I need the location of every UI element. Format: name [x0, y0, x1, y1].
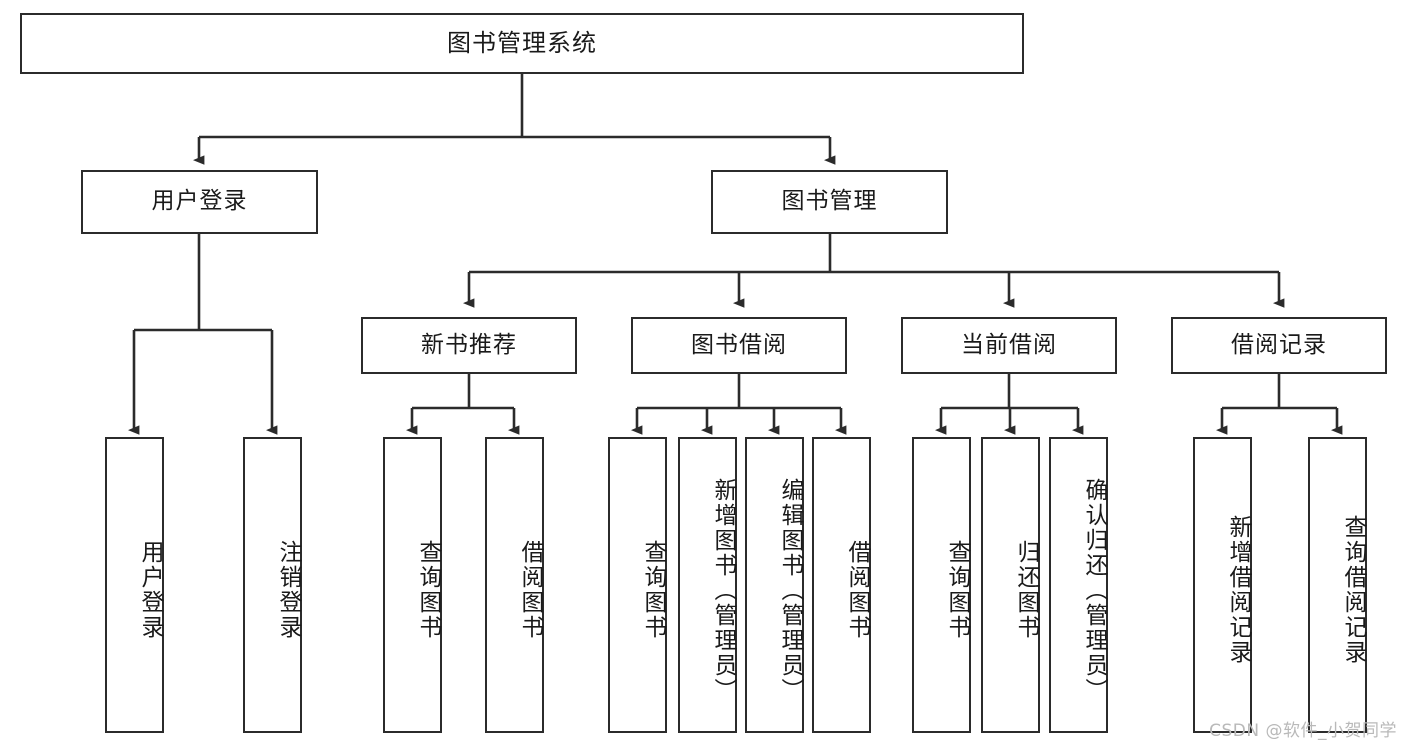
- leaf-add-book-label: 新增图书（管理员）: [710, 477, 736, 703]
- leaf-query-book-1[interactable]: 查询图书: [383, 437, 442, 733]
- node-book-management[interactable]: 图书管理: [711, 170, 948, 234]
- node-book-management-label: 图书管理: [781, 188, 878, 215]
- leaf-logout-login[interactable]: 注销登录: [243, 437, 302, 733]
- leaf-query-book-2[interactable]: 查询图书: [608, 437, 667, 733]
- leaf-logout-login-label: 注销登录: [275, 540, 301, 640]
- leaf-confirm-return-label: 确认归还（管理员）: [1081, 477, 1107, 703]
- node-current-borrow[interactable]: 当前借阅: [901, 317, 1117, 374]
- node-new-book-recommend-label: 新书推荐: [421, 331, 517, 358]
- node-borrow-record-label: 借阅记录: [1231, 331, 1327, 358]
- node-user-login[interactable]: 用户登录: [81, 170, 318, 234]
- leaf-add-record[interactable]: 新增借阅记录: [1193, 437, 1252, 733]
- node-current-borrow-label: 当前借阅: [961, 331, 1057, 358]
- leaf-query-book-3-label: 查询图书: [944, 540, 970, 640]
- leaf-edit-book-label: 编辑图书（管理员）: [777, 477, 803, 703]
- node-root-label: 图书管理系统: [447, 29, 597, 58]
- leaf-add-record-label: 新增借阅记录: [1225, 515, 1251, 665]
- node-book-borrow[interactable]: 图书借阅: [631, 317, 847, 374]
- leaf-return-book-label: 归还图书: [1013, 540, 1039, 640]
- node-book-borrow-label: 图书借阅: [691, 331, 787, 358]
- node-new-book-recommend[interactable]: 新书推荐: [361, 317, 577, 374]
- node-root[interactable]: 图书管理系统: [20, 13, 1024, 74]
- leaf-query-book-1-label: 查询图书: [415, 540, 441, 640]
- node-user-login-label: 用户登录: [151, 188, 248, 215]
- leaf-query-record-label: 查询借阅记录: [1340, 515, 1366, 665]
- csdn-watermark: CSDN @软件_小贺同学: [1209, 721, 1397, 741]
- leaf-borrow-book-2[interactable]: 借阅图书: [812, 437, 871, 733]
- leaf-return-book[interactable]: 归还图书: [981, 437, 1040, 733]
- leaf-user-login-label: 用户登录: [137, 540, 163, 640]
- node-borrow-record[interactable]: 借阅记录: [1171, 317, 1387, 374]
- leaf-edit-book[interactable]: 编辑图书（管理员）: [745, 437, 804, 733]
- leaf-user-login[interactable]: 用户登录: [105, 437, 164, 733]
- leaf-add-book[interactable]: 新增图书（管理员）: [678, 437, 737, 733]
- leaf-borrow-book-1-label: 借阅图书: [517, 540, 543, 640]
- leaf-query-book-2-label: 查询图书: [640, 540, 666, 640]
- leaf-borrow-book-2-label: 借阅图书: [844, 540, 870, 640]
- leaf-query-record[interactable]: 查询借阅记录: [1308, 437, 1367, 733]
- leaf-query-book-3[interactable]: 查询图书: [912, 437, 971, 733]
- leaf-confirm-return[interactable]: 确认归还（管理员）: [1049, 437, 1108, 733]
- leaf-borrow-book-1[interactable]: 借阅图书: [485, 437, 544, 733]
